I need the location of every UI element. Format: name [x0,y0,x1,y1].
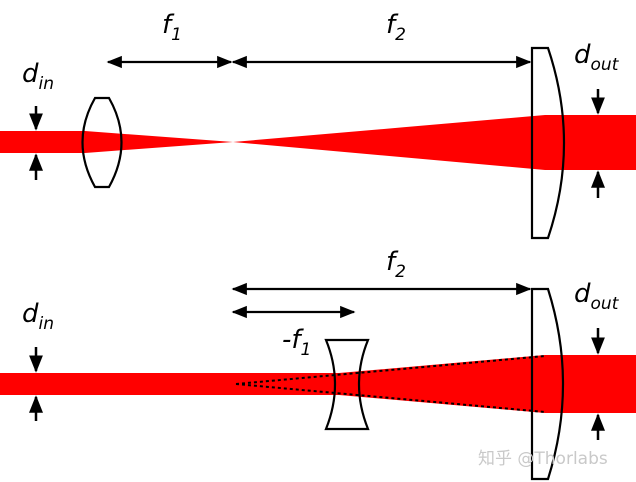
top-input-beam [0,131,85,153]
galilean-expander: f2 -f1 din dout [0,247,636,481]
label-dout: dout [574,40,620,75]
label-din: din [22,59,54,94]
virtual-ray-top [235,355,546,385]
label-minus-f1: -f1 [282,325,311,360]
top-diverging-beam [233,115,545,170]
label-dout-bottom: dout [574,279,620,314]
label-din-bottom: din [22,299,54,334]
plano-convex-lens-bottom [530,287,565,481]
biconvex-lens [81,96,123,189]
bottom-diverging-beam [339,355,545,413]
watermark: 知乎 @Thorlabs [478,449,608,469]
label-f2: f2 [386,10,406,45]
bottom-output-beam [545,355,636,413]
top-output-beam [545,115,636,170]
label-f1: f1 [162,10,182,45]
keplerian-expander: f1 f2 din dout [0,10,636,240]
biconcave-lens [324,338,370,431]
plano-convex-lens [530,46,566,240]
virtual-ray-bottom [235,383,546,413]
top-converging-beam [85,131,233,153]
bottom-input-beam [0,373,339,395]
label-f2-bottom: f2 [386,247,406,282]
